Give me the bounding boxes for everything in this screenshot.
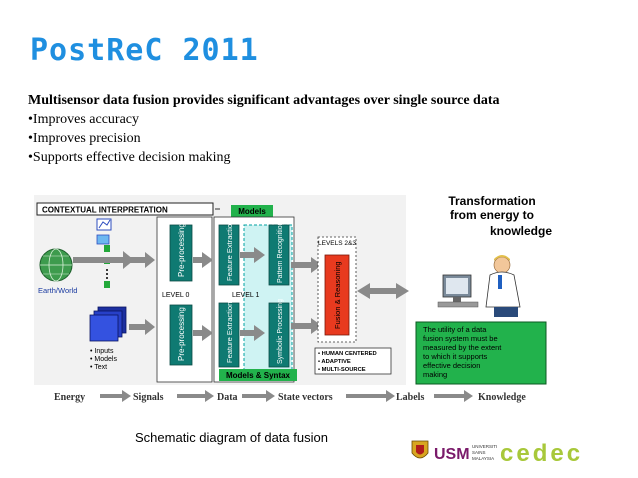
usm-logo-text: USM (434, 446, 470, 463)
logos: USM UNIVERSITI SAINS MALAYSIA cedec (411, 440, 583, 467)
quality-multi-source: • MULTI-SOURCE (318, 367, 366, 373)
arrow-feature-to-pattern (240, 247, 265, 263)
transformation-line-1: Transformation (448, 195, 535, 208)
sensor-icon-2 (96, 234, 110, 245)
preprocessing-label-bottom: Pre-processing (177, 307, 186, 361)
arrow-bottom-to-preprocessing (129, 319, 155, 335)
quality-adaptive: • ADAPTIVE (318, 359, 351, 365)
utility-line-4: to which it supports (423, 352, 487, 361)
models-label: Models (238, 207, 266, 216)
usm-sub-2: SAINS (472, 450, 486, 455)
utility-line-6: making (423, 370, 447, 379)
intro-text: Multisensor data fusion provides signifi… (28, 93, 500, 108)
utility-box (415, 321, 547, 385)
qualities-box (314, 347, 392, 375)
transformation-line-3: knowledge (490, 224, 552, 238)
arrow-to-feature-top (193, 252, 213, 268)
data-fusion-diagram: CONTEXTUAL INTERPRETATION Models Earth/W… (34, 195, 599, 403)
fusion-reasoning-box (324, 254, 350, 336)
stage-data: Data (217, 392, 238, 403)
stage-arrow-1 (100, 390, 131, 402)
arrow-top-to-preprocessing (125, 252, 155, 268)
arrow-to-fusion-top (291, 257, 322, 273)
preprocessing-box-top (169, 224, 193, 282)
feature-extraction-box-top (218, 224, 240, 286)
bullet-accuracy: •Improves accuracy (28, 112, 140, 127)
computer-user-icon (437, 255, 521, 317)
utility-line-3: measured by the extent (423, 343, 502, 352)
input-item-text: • Text (90, 364, 107, 371)
signal-block (104, 245, 110, 252)
utility-line-1: The utility of a data (423, 325, 487, 334)
utility-line-2: fusion system must be (423, 334, 498, 343)
symbolic-processing-label: Symbolic Processing (277, 299, 284, 364)
pattern-recognition-label: Pattern Recognition (277, 221, 284, 283)
stage-arrow-2 (177, 390, 214, 402)
stage-arrow-3 (242, 390, 275, 402)
feature-extraction-box-bottom (218, 302, 240, 368)
utility-line-5: effective decision (423, 361, 480, 370)
fusion-reasoning-label: Fusion & Reasoning (333, 261, 342, 329)
transformation-line-2: from energy to (450, 208, 534, 222)
stage-knowledge: Knowledge (478, 392, 526, 403)
quality-human-centered: • HUMAN CENTERED (318, 351, 377, 357)
contextual-interpretation-box (36, 202, 214, 216)
models-syntax-label: Models & Syntax (226, 371, 291, 380)
signal-block-3 (104, 281, 110, 288)
stage-arrow-5 (434, 390, 473, 402)
arrow-globe-to-signals (73, 251, 134, 269)
diagram-caption: Schematic diagram of data fusion (135, 430, 328, 445)
usm-crest-icon (411, 440, 429, 459)
globe-icon (39, 248, 73, 282)
stage-state-vectors: State vectors (278, 392, 333, 403)
input-item-models: • Models (90, 356, 117, 363)
slide-title: PostReC 2011 (30, 33, 259, 68)
feature-extraction-label-top: Feature Extraction (225, 220, 234, 281)
stage-labels: Labels (396, 392, 424, 403)
input-item-inputs: • Inputs (90, 348, 114, 355)
arrow-to-feature-bottom (193, 325, 213, 341)
feature-extraction-label-bottom: Feature Extraction (225, 302, 234, 363)
arrow-fusion-to-user (357, 283, 409, 299)
arrow-to-fusion-bottom (291, 318, 322, 334)
cedec-logo-text: cedec (500, 440, 583, 467)
models-syntax-box (219, 369, 297, 381)
sensor-icon (96, 218, 112, 231)
level1-label: LEVEL 1 (232, 292, 259, 299)
contextual-interpretation-label: CONTEXTUAL INTERPRETATION (42, 206, 168, 215)
stage-signals: Signals (133, 392, 164, 403)
usm-sub-1: UNIVERSITI (472, 444, 497, 449)
bullet-decision-making: •Supports effective decision making (28, 150, 231, 165)
symbolic-processing-box (268, 302, 290, 368)
preprocessing-label-top: Pre-processing (177, 223, 186, 277)
stage-energy: Energy (54, 392, 85, 403)
stage-arrow-4 (346, 390, 395, 402)
earth-world-label: Earth/World (38, 286, 77, 295)
arrow-feature-to-symbolic (240, 325, 265, 341)
models-label-box (231, 205, 273, 217)
level0-label: LEVEL 0 (162, 292, 189, 299)
levels23-label: LEVELS 2&3 (318, 240, 356, 247)
usm-sub-3: MALAYSIA (472, 456, 494, 461)
documents-icon (89, 306, 127, 342)
bullet-precision: •Improves precision (28, 131, 141, 146)
preprocessing-box-bottom (169, 304, 193, 366)
pattern-recognition-box (268, 224, 290, 286)
